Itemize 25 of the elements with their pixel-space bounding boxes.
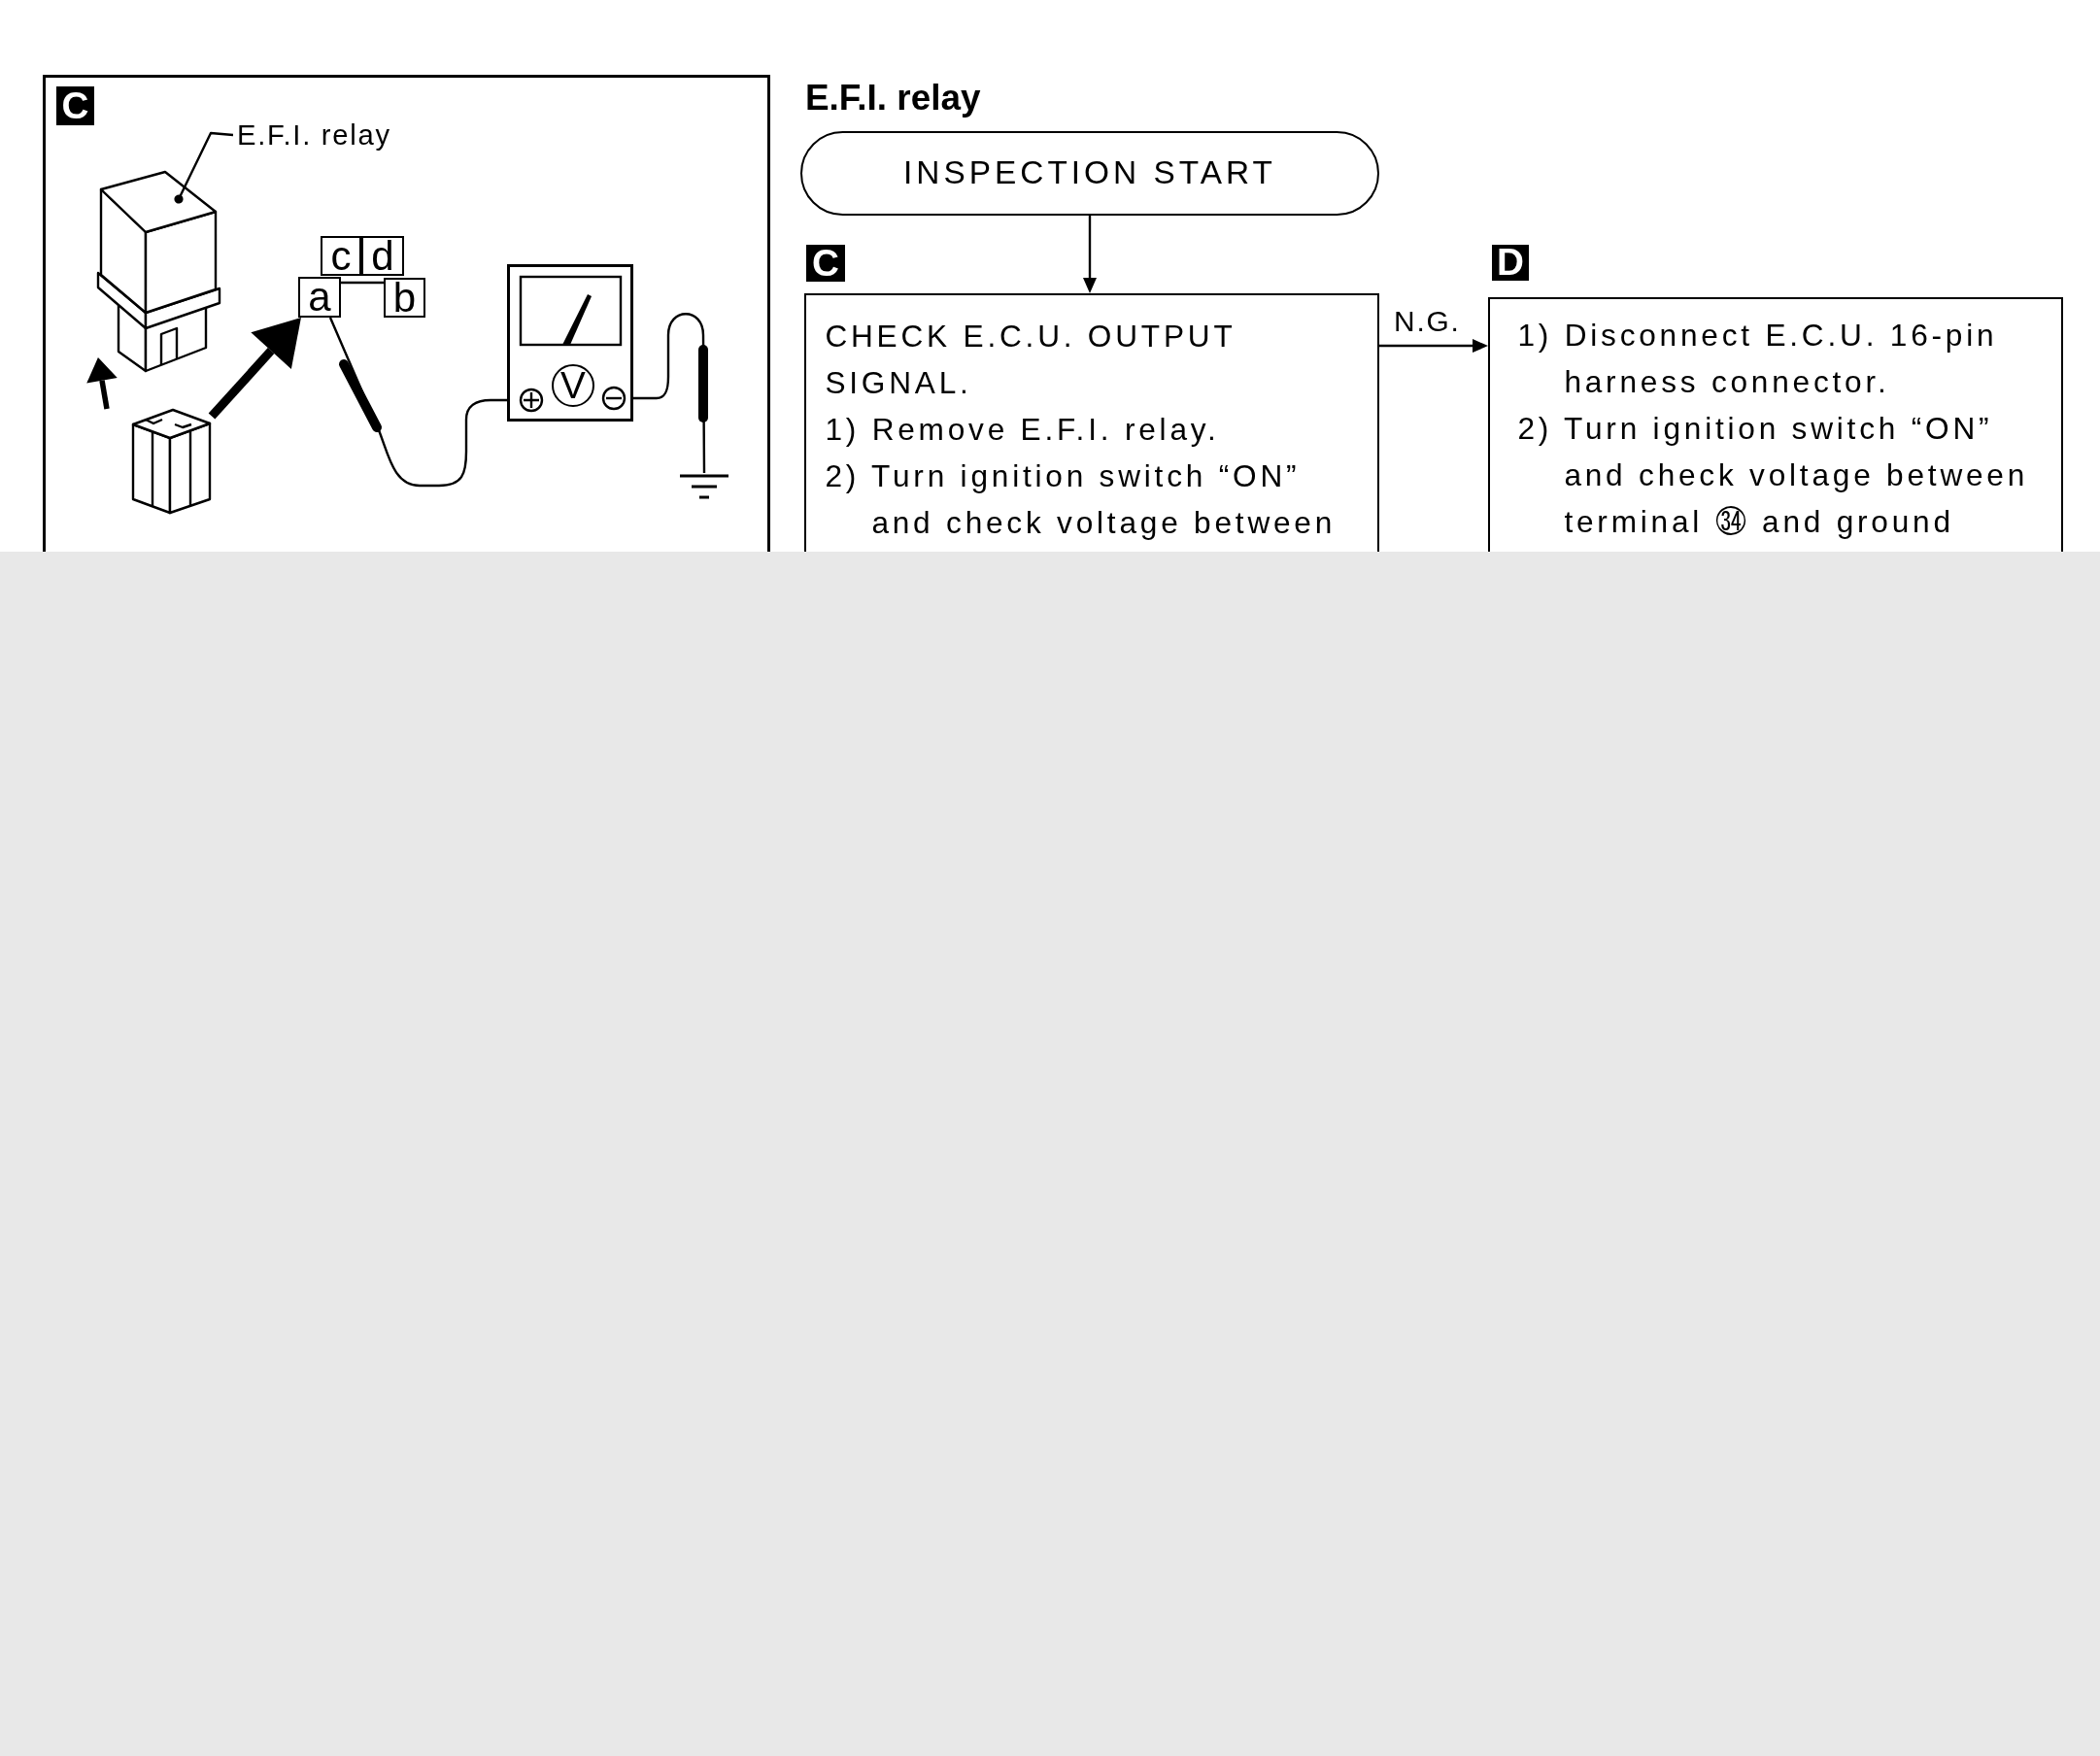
- step-badge: C: [56, 86, 94, 125]
- illustration-panel: [43, 75, 770, 552]
- voltage-symbol: V: [552, 364, 594, 407]
- step-badge: C: [806, 245, 845, 282]
- title: E.F.I. relay: [805, 81, 981, 117]
- terminal-tag: d: [361, 236, 404, 276]
- arrow: [208, 318, 301, 420]
- terminal-tag: b: [384, 278, 425, 318]
- terminal-tag: a: [298, 277, 341, 318]
- start-terminator: INSPECTION START: [800, 131, 1379, 216]
- test-lead: [633, 313, 706, 473]
- instruction-text: 1) Remove E.F.I. relay.: [825, 411, 1221, 450]
- step-badge: D: [1492, 245, 1529, 281]
- voltmeter: [507, 264, 633, 422]
- connecting-line: [341, 281, 384, 285]
- callout-label: E.F.I. relay: [233, 120, 398, 150]
- arrow: [1083, 216, 1097, 293]
- leader-line: [174, 131, 234, 204]
- test-lead: [328, 317, 507, 488]
- arrow: [1379, 339, 1488, 353]
- instruction-text: 1) Disconnect E.C.U. 16-pin harness connector.: [1517, 317, 1999, 402]
- step-heading: CHECK E.C.U. OUTPUT SIGNAL.: [825, 318, 1236, 403]
- instruction-text: 2) Turn ignition switch “ON” and check voltage between: [825, 457, 1338, 543]
- instruction-text: 2) Turn ignition switch “ON” and check voltage between terminal ㉞ and ground: [1517, 410, 2029, 542]
- terminal-tag: c: [321, 236, 361, 276]
